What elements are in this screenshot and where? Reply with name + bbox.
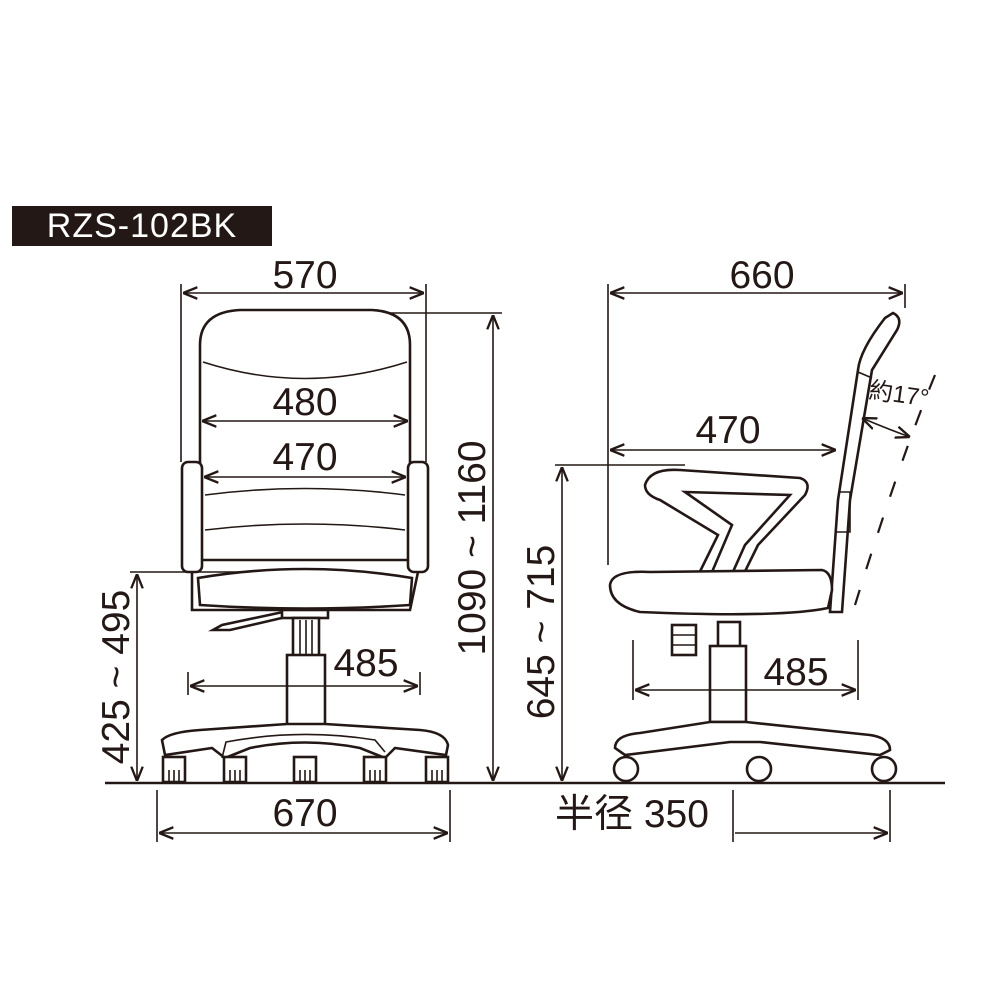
front-seat xyxy=(196,567,414,610)
side-backrest xyxy=(828,311,901,614)
front-base xyxy=(160,722,450,760)
side-caster xyxy=(612,755,640,783)
dim-base-radius: 半径 350 xyxy=(555,793,709,836)
dim-overall-height: 1090 ~ 1160 xyxy=(451,440,494,655)
dim-seat-height: 425 ~ 495 xyxy=(95,590,138,765)
side-view: 660 470 645 ~ 715 485 半径 350 約17° xyxy=(520,254,937,842)
front-column xyxy=(285,653,327,727)
dim-overall-depth: 660 xyxy=(729,254,794,297)
side-caster xyxy=(870,755,898,783)
dim-back-width: 480 xyxy=(272,381,337,424)
dim-seat-depth: 470 xyxy=(695,409,760,452)
front-view: 570 480 470 485 670 425 ~ 495 1090 ~ 116… xyxy=(95,254,502,842)
model-title: RZS-102BK xyxy=(12,206,272,246)
dim-base-width: 670 xyxy=(272,792,337,835)
side-base xyxy=(613,720,892,757)
side-seat xyxy=(608,568,834,616)
front-right-armrest xyxy=(406,460,430,574)
dim-overall-width: 570 xyxy=(272,254,337,297)
side-column xyxy=(708,644,748,724)
side-armrest xyxy=(643,468,809,614)
dim-seat-inner-width: 470 xyxy=(272,436,337,479)
side-caster xyxy=(745,755,773,783)
side-lever xyxy=(670,623,698,657)
dim-seat-width: 485 xyxy=(333,642,398,685)
recline-angle-label: 約17° xyxy=(867,377,930,412)
dim-arm-height: 645 ~ 715 xyxy=(520,545,563,720)
dim-seat-depth-lower: 485 xyxy=(763,651,828,694)
front-left-armrest xyxy=(180,460,204,574)
front-backrest xyxy=(198,308,412,562)
front-casters xyxy=(161,755,450,784)
